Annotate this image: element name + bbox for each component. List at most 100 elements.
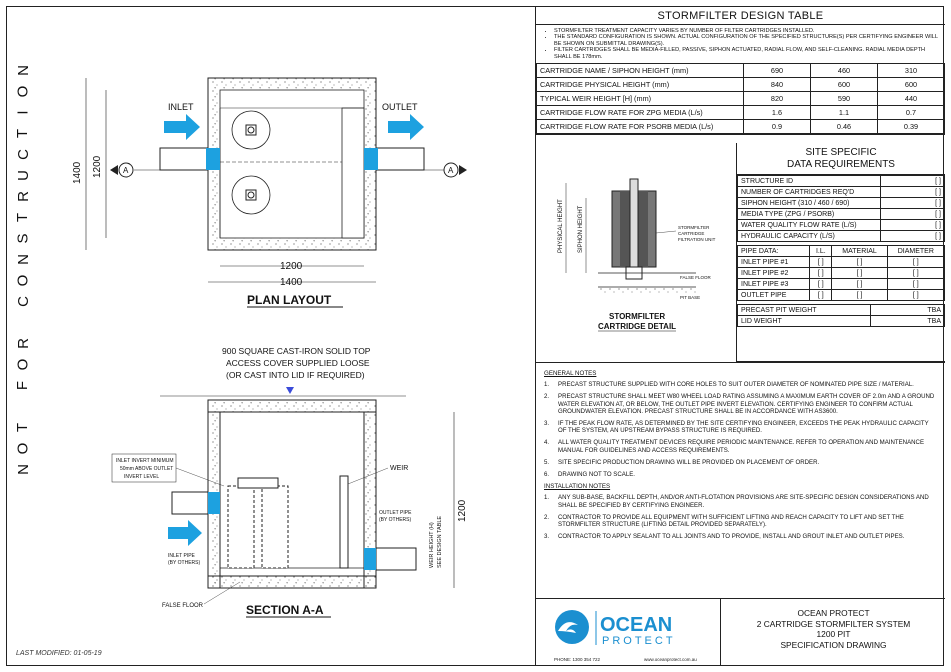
- note-item: 6. DRAWING NOT TO SCALE.: [544, 471, 937, 478]
- row-value: 460: [810, 63, 878, 79]
- site-value[interactable]: [ ]: [880, 186, 945, 198]
- last-modified: LAST MODIFIED: 01-05-19: [16, 650, 102, 657]
- site-value[interactable]: [ ]: [880, 175, 945, 187]
- pipe-label: INLET PIPE #3: [736, 278, 811, 290]
- stamp-letter: T: [14, 212, 32, 223]
- stamp-letter: O: [14, 442, 32, 455]
- note-text: CONTRACTOR TO PROVIDE ALL EQUIPMENT WITH…: [558, 513, 904, 529]
- right-panel: STORMFILTER DESIGN TABLE STORMFILTER TRE…: [535, 6, 946, 666]
- svg-text:1200: 1200: [457, 499, 468, 522]
- stamp-letter: C: [14, 296, 32, 307]
- svg-text:CARTRIDGE DETAIL: CARTRIDGE DETAIL: [598, 322, 676, 331]
- site-value[interactable]: [ ]: [880, 208, 945, 220]
- row-label: TYPICAL WEIR HEIGHT [H] (mm): [536, 91, 744, 107]
- pipe-value[interactable]: [ ]: [809, 278, 833, 290]
- stamp-letter: F: [14, 380, 32, 391]
- pipe-value[interactable]: [ ]: [831, 289, 888, 301]
- drawing-sheet: [6, 6, 944, 666]
- site-title: SITE SPECIFIC DATA REQUIREMENTS: [737, 143, 945, 175]
- installation-notes-title: INSTALLATION NOTES: [544, 483, 611, 491]
- svg-text:PIT BASE: PIT BASE: [680, 295, 700, 300]
- note-item: 2.CONTRACTOR TO PROVIDE ALL EQUIPMENT WI…: [544, 514, 937, 528]
- svg-text:SEE DESIGN TABLE: SEE DESIGN TABLE: [437, 516, 443, 568]
- row-value: 0.7: [877, 105, 945, 121]
- site-row: HYDRAULIC CAPACITY (L/S)[ ]: [737, 230, 945, 242]
- row-label: CARTRIDGE FLOW RATE FOR PSORB MEDIA (L/s…: [536, 119, 744, 135]
- note-text: CONTRACTOR TO APPLY SEALANT TO ALL JOINT…: [558, 533, 905, 541]
- weight-label: LID WEIGHT: [737, 315, 871, 327]
- site-row: SIPHON HEIGHT (310 / 460 / 690)[ ]: [737, 197, 945, 209]
- row-label: CARTRIDGE PHYSICAL HEIGHT (mm): [536, 77, 744, 93]
- row-value: 690: [743, 63, 811, 79]
- pipe-label: INLET PIPE #2: [736, 267, 811, 279]
- note-text: ANY SUB-BASE, BACKFILL DEPTH, AND/OR ANT…: [558, 494, 929, 509]
- site-value[interactable]: [ ]: [880, 230, 945, 242]
- pipe-value[interactable]: [ ]: [886, 267, 946, 279]
- ocean-protect-logo: OCEAN PROTECT PHONE: 1300 354 722 www.oc…: [554, 610, 697, 662]
- svg-text:STORMFILTER: STORMFILTER: [609, 312, 665, 321]
- company-logo: OCEAN PROTECT PHONE: 1300 354 722 www.oc…: [536, 599, 721, 666]
- svg-text:INLET: INLET: [168, 102, 194, 112]
- stamp-letter: R: [14, 191, 32, 202]
- site-label: HYDRAULIC CAPACITY (L/S): [737, 230, 881, 242]
- note-text: PRECAST STRUCTURE SUPPLIED WITH CORE HOL…: [558, 381, 914, 389]
- svg-text:FALSE FLOOR: FALSE FLOOR: [680, 275, 712, 280]
- design-table-title: STORMFILTER DESIGN TABLE: [536, 6, 945, 25]
- site-value[interactable]: [ ]: [880, 197, 945, 209]
- pipe-row: INLET PIPE #2[ ][ ][ ]: [736, 267, 946, 279]
- note-number: 1.: [544, 494, 550, 502]
- pipe-label: INLET PIPE #1: [736, 256, 811, 268]
- row-label: CARTRIDGE FLOW RATE FOR ZPG MEDIA (L/s): [536, 105, 744, 121]
- note-item: 1. ANY SUB-BASE, BACKFILL DEPTH, AND/OR A…: [544, 494, 937, 508]
- stamp-letter: N: [14, 464, 32, 475]
- row-value: 590: [810, 91, 878, 107]
- svg-text:(OR CAST INTO LID IF REQUIRED): (OR CAST INTO LID IF REQUIRED): [226, 370, 365, 380]
- svg-text:WEIR: WEIR: [390, 465, 408, 472]
- note-text: DRAWING NOT TO SCALE.: [558, 471, 635, 479]
- plan-layout: INLET OUTLET A A 1400 1200 1200 1400 PLA…: [72, 77, 467, 308]
- site-row: MEDIA TYPE (ZPG / PSORB)[ ]: [737, 208, 945, 220]
- svg-text:SIPHON HEIGHT: SIPHON HEIGHT: [578, 205, 584, 253]
- general-notes-list: 1. PRECAST STRUCTURE SUPPLIED WITH CORE H…: [544, 381, 937, 478]
- site-row: NUMBER OF CARTRIDGES REQ'D[ ]: [737, 186, 945, 198]
- stamp-letter: U: [14, 170, 32, 181]
- svg-text:1400: 1400: [280, 277, 303, 288]
- pipe-header-cell: PIPE DATA:: [736, 245, 811, 257]
- svg-text:PROTECT: PROTECT: [602, 635, 676, 647]
- design-table-row: CARTRIDGE FLOW RATE FOR PSORB MEDIA (L/s…: [536, 119, 945, 135]
- design-note: FILTER CARTRIDGES SHALL BE MEDIA-FILLED,…: [554, 47, 939, 60]
- note-number: 1.: [544, 381, 550, 389]
- section-a-a: 900 SQUARE CAST-IRON SOLID TOP ACCESS CO…: [111, 346, 468, 618]
- row-value: 1.6: [743, 105, 811, 121]
- svg-text:OUTLET: OUTLET: [382, 102, 418, 112]
- stamp-letter: O: [14, 358, 32, 371]
- pipe-value[interactable]: [ ]: [886, 278, 946, 290]
- note-number: 6.: [544, 471, 550, 479]
- svg-text:OUTLET PIPE: OUTLET PIPE: [379, 510, 412, 516]
- cartridge-detail: PHYSICAL HEIGHT SIPHON HEIGHT STORMFILTE…: [536, 143, 736, 362]
- pipe-value[interactable]: [ ]: [831, 267, 888, 279]
- site-value[interactable]: [ ]: [880, 219, 945, 231]
- pipe-value[interactable]: [ ]: [809, 256, 833, 268]
- plan-title: PLAN LAYOUT: [247, 293, 332, 307]
- svg-text:900 SQUARE CAST-IRON SOLID TOP: 900 SQUARE CAST-IRON SOLID TOP: [222, 346, 371, 356]
- pipe-value[interactable]: [ ]: [886, 289, 946, 301]
- svg-text:INVERT LEVEL: INVERT LEVEL: [124, 474, 159, 480]
- note-text: IF THE PEAK FLOW RATE, AS DETERMINED BY …: [558, 420, 929, 435]
- weight-value: TBA: [870, 304, 945, 316]
- note-number: 4.: [544, 439, 550, 447]
- pipe-value[interactable]: [ ]: [886, 256, 946, 268]
- pipe-value[interactable]: [ ]: [831, 256, 888, 268]
- pipe-label: OUTLET PIPE: [736, 289, 811, 301]
- row-value: 600: [877, 77, 945, 93]
- pipe-value[interactable]: [ ]: [809, 289, 833, 301]
- site-label: WATER QUALITY FLOW RATE (L/S): [737, 219, 881, 231]
- pipe-value[interactable]: [ ]: [809, 267, 833, 279]
- note-number: 5.: [544, 458, 550, 466]
- pipe-header-cell: DIAMETER: [886, 245, 946, 257]
- pipe-value[interactable]: [ ]: [831, 278, 888, 290]
- site-label: SIPHON HEIGHT (310 / 460 / 690): [737, 197, 881, 209]
